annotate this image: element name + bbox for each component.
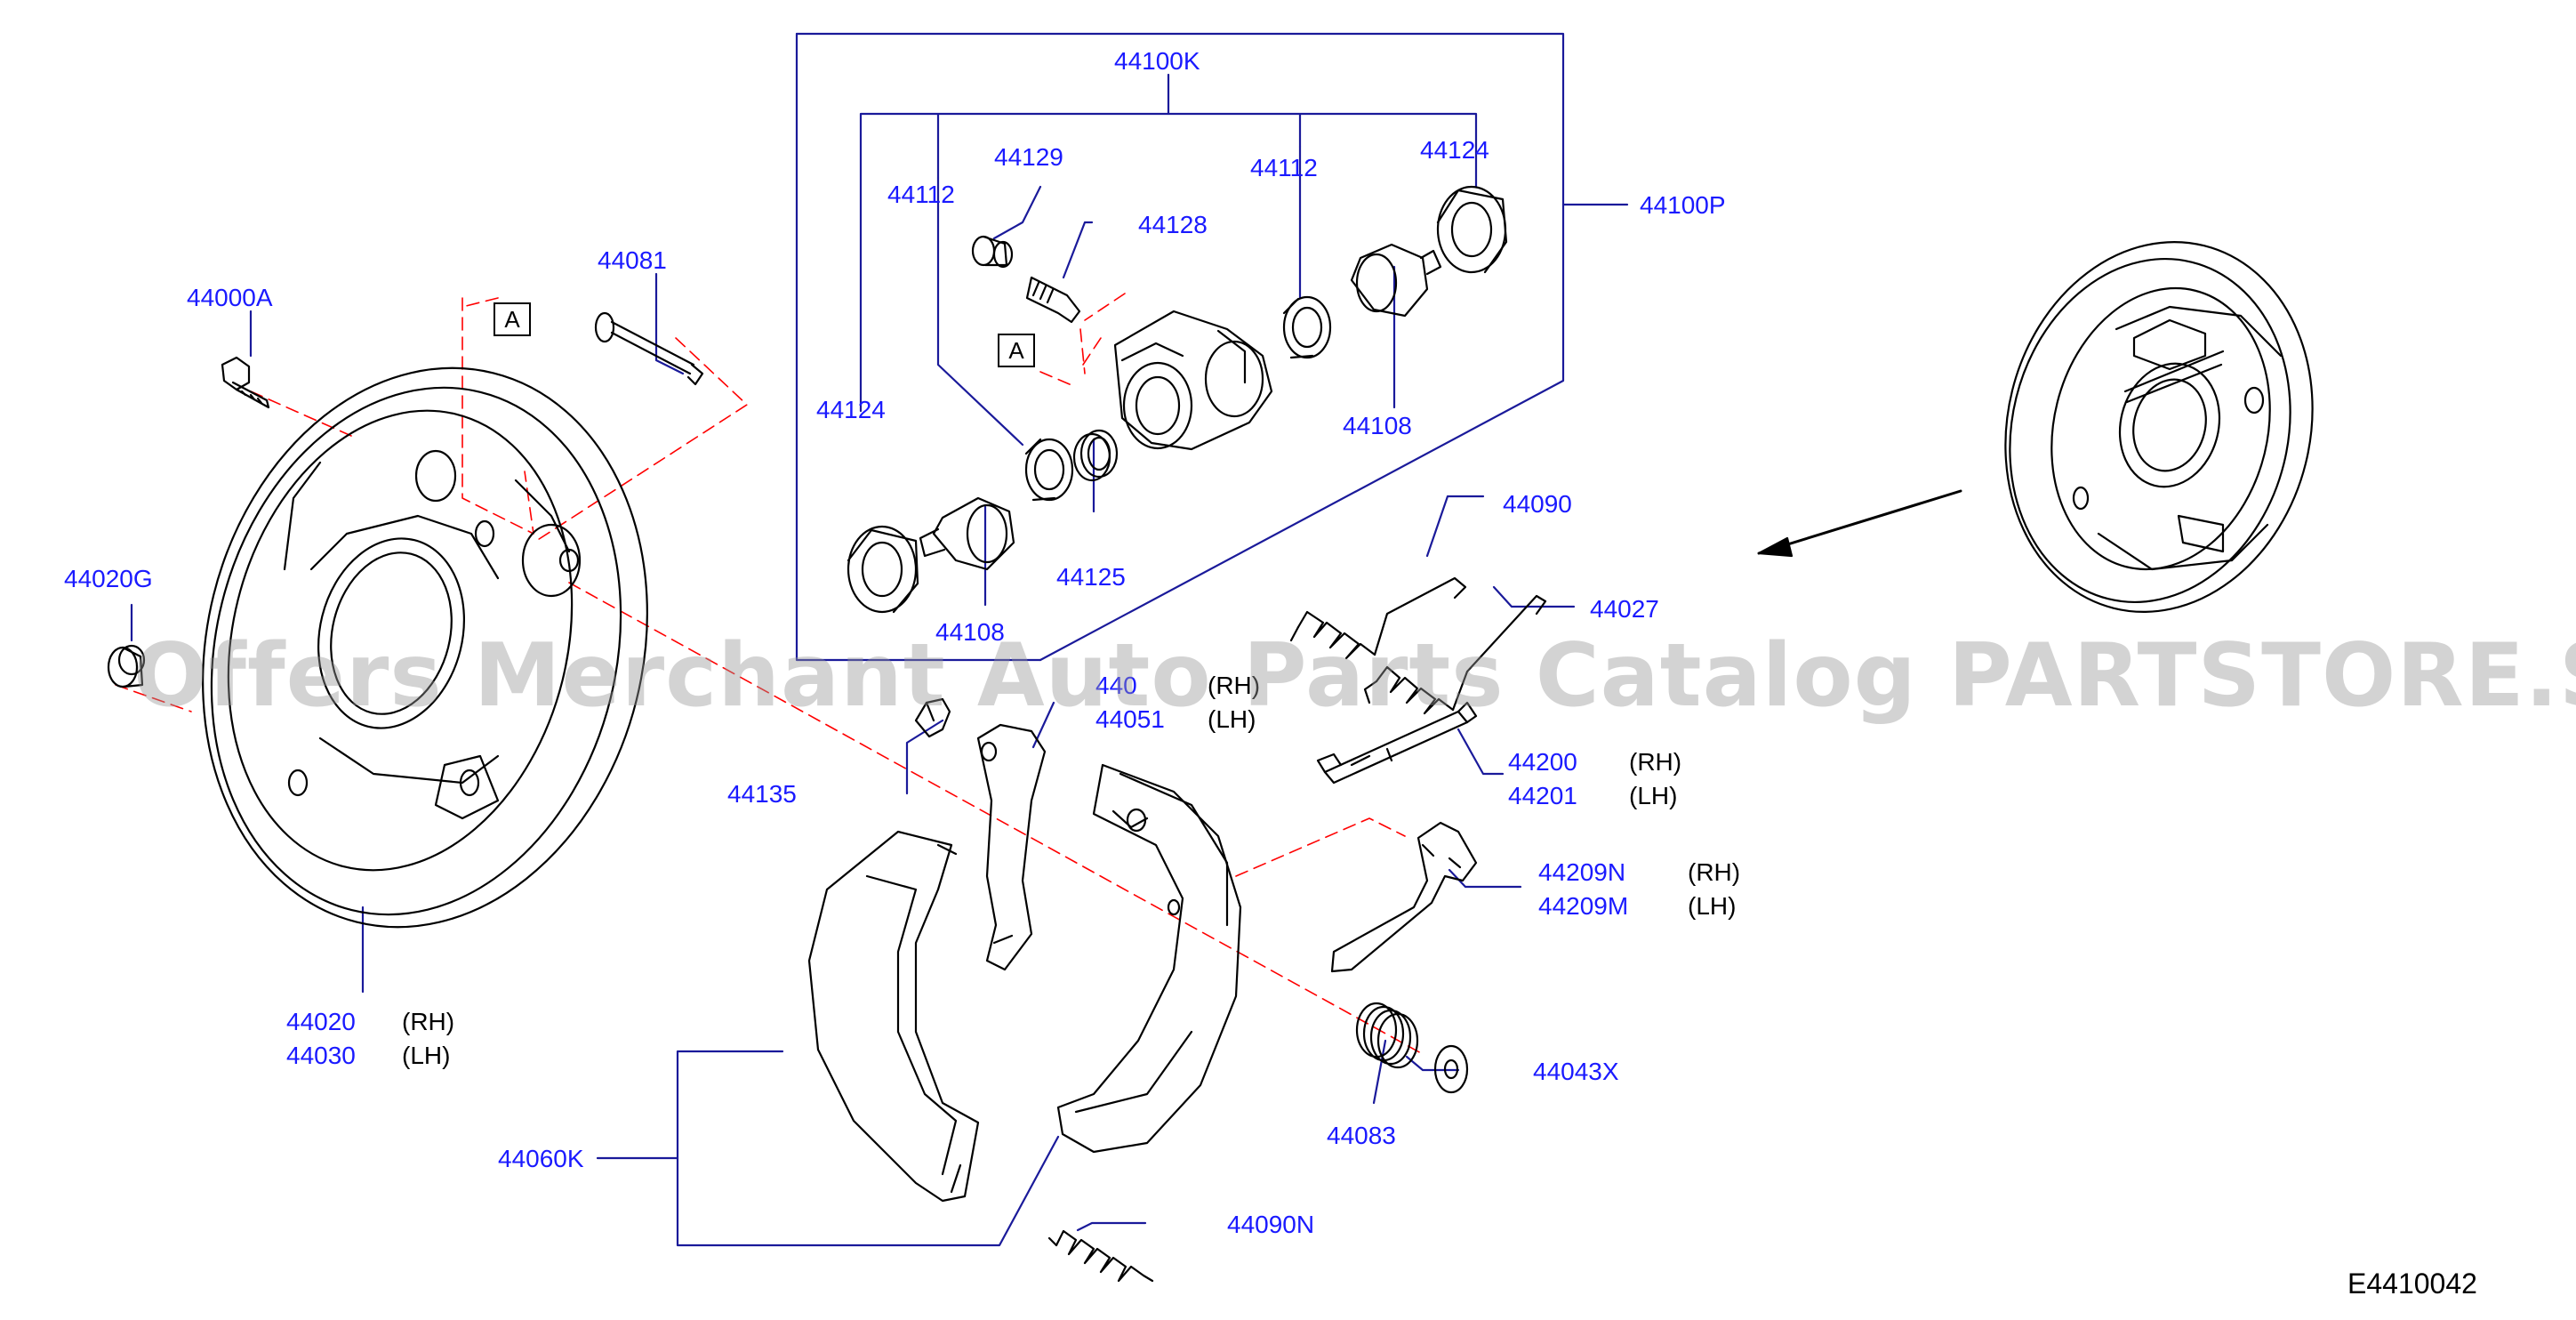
spring-44090 bbox=[1289, 576, 1467, 660]
part-label-44135: 44135 bbox=[727, 780, 797, 808]
part-label-44000a: 44000A bbox=[187, 284, 273, 311]
diagram-code: E4410042 bbox=[2347, 1268, 2477, 1300]
part-label-44200: 44200 bbox=[1508, 748, 1577, 776]
adjuster-lever-44209 bbox=[1330, 821, 1478, 973]
brake-shoe-right bbox=[1056, 763, 1242, 1154]
part-label-44209n: 44209N bbox=[1538, 858, 1626, 886]
side-label-44030: (LH) bbox=[402, 1042, 451, 1069]
bleeder-44128 bbox=[1025, 276, 1081, 324]
reference-mark-a-left: A bbox=[494, 302, 531, 336]
piston-cup-44125 bbox=[1072, 429, 1119, 482]
plug-44020g bbox=[107, 644, 146, 688]
pin-44081 bbox=[594, 311, 704, 386]
part-label-44209m: 44209M bbox=[1538, 892, 1629, 920]
strut-44200 bbox=[1316, 701, 1478, 785]
piston-44112-left bbox=[1024, 438, 1074, 502]
adjuster-44108-left bbox=[919, 496, 1015, 571]
part-label-44060k: 44060K bbox=[498, 1145, 584, 1172]
part-label-44051: 44051 bbox=[1095, 705, 1165, 733]
part-label-44090: 44090 bbox=[1503, 490, 1572, 518]
part-label-44201: 44201 bbox=[1508, 782, 1577, 809]
part-label-44020: 44020 bbox=[286, 1008, 356, 1035]
spring-44083 bbox=[1355, 1002, 1419, 1069]
part-label-44124-right: 44124 bbox=[1420, 136, 1489, 164]
side-label-44209n: (RH) bbox=[1688, 858, 1741, 886]
boot-44124-left bbox=[847, 525, 919, 614]
part-label-44112-right: 44112 bbox=[1250, 154, 1318, 181]
part-label-44043x: 44043X bbox=[1533, 1058, 1619, 1085]
spring-44090n bbox=[1047, 1229, 1154, 1283]
adjuster-44108-right bbox=[1350, 243, 1442, 318]
backing-plate bbox=[202, 366, 648, 929]
side-label-440-rh: (RH) bbox=[1208, 672, 1261, 699]
side-label-44209m: (LH) bbox=[1688, 892, 1737, 920]
piston-44112-right bbox=[1282, 295, 1332, 359]
part-label-44030: 44030 bbox=[286, 1042, 356, 1069]
part-label-44081: 44081 bbox=[598, 246, 667, 274]
wheel-cylinder-body bbox=[1113, 310, 1273, 451]
part-label-44124-left: 44124 bbox=[816, 396, 886, 423]
part-label-44100k: 44100K bbox=[1114, 47, 1200, 75]
reference-mark-a-center: A bbox=[998, 334, 1035, 367]
side-label-44200: (RH) bbox=[1629, 748, 1682, 776]
part-label-44112-left: 44112 bbox=[887, 181, 955, 208]
assembled-brake-overview bbox=[2004, 241, 2314, 613]
part-label-44027: 44027 bbox=[1590, 595, 1659, 623]
part-label-44128: 44128 bbox=[1138, 211, 1208, 238]
part-label-44020g: 44020G bbox=[64, 565, 153, 592]
spring-44027 bbox=[1363, 594, 1547, 715]
clip-44135 bbox=[914, 697, 951, 738]
part-label-44125: 44125 bbox=[1056, 563, 1126, 591]
brake-shoe-left bbox=[807, 830, 980, 1203]
part-label-440-rh: 440 bbox=[1095, 672, 1137, 699]
wheel-cylinder-kit-box bbox=[795, 32, 1629, 662]
part-label-44129: 44129 bbox=[994, 143, 1063, 171]
side-label-44201: (LH) bbox=[1629, 782, 1678, 809]
side-label-44020: (RH) bbox=[402, 1008, 455, 1035]
parking-lever bbox=[976, 723, 1047, 971]
assembly-axis-lines bbox=[115, 293, 1424, 1055]
part-label-44108-left: 44108 bbox=[935, 618, 1005, 646]
part-label-44083: 44083 bbox=[1327, 1122, 1396, 1149]
leader-lines bbox=[130, 145, 1962, 1247]
boot-44124-right bbox=[1436, 185, 1508, 274]
bolt-44000a bbox=[221, 356, 270, 409]
part-label-44100p: 44100P bbox=[1640, 191, 1726, 219]
part-label-44108-right: 44108 bbox=[1343, 412, 1412, 439]
part-label-44090n: 44090N bbox=[1227, 1211, 1315, 1238]
side-label-44051: (LH) bbox=[1208, 705, 1256, 733]
cap-44129 bbox=[971, 235, 1014, 269]
retainer-44043x bbox=[1433, 1044, 1469, 1094]
